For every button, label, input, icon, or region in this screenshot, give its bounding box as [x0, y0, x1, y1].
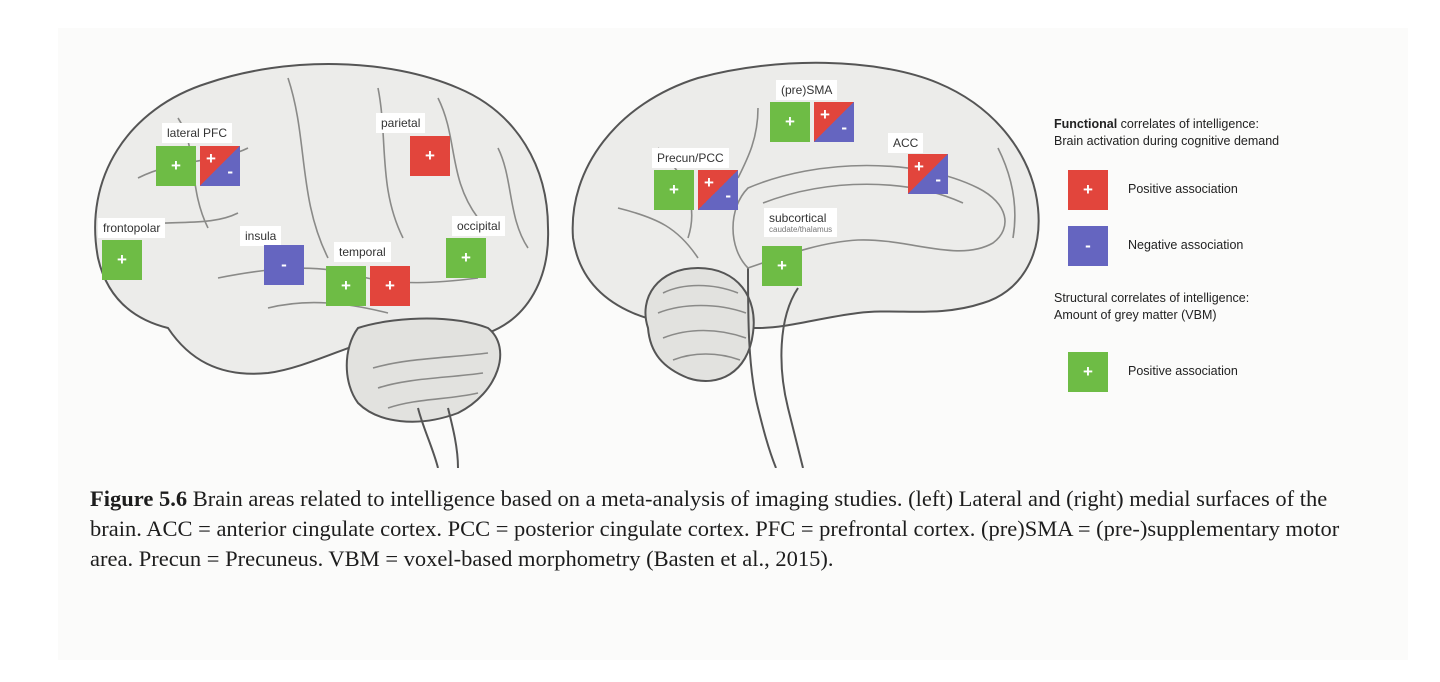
acc-functional-mixed-marker: +- [908, 154, 948, 194]
frontopolar-label: frontopolar [98, 218, 166, 238]
insula-label: insula [240, 226, 282, 246]
plus-sign: + [1083, 362, 1093, 381]
legend-structural-positive-label: Positive association [1128, 364, 1238, 378]
plus-sign: + [385, 276, 395, 295]
legend-functional-bold: Functional [1054, 117, 1118, 131]
legend-functional-heading-rest: correlates of intelligence: [1117, 117, 1259, 131]
plus-sign: + [1083, 180, 1093, 199]
legend-structural-swatch: + [1068, 352, 1108, 392]
legend-negative-swatch: - [1068, 226, 1108, 266]
plus-sign: + [425, 146, 435, 165]
plus-sign: + [914, 157, 924, 176]
plus-sign: + [777, 256, 787, 275]
temporal-label: temporal [334, 242, 391, 262]
legend-structural-heading-line2: Amount of grey matter (VBM) [1054, 308, 1217, 322]
plus-sign: + [171, 156, 181, 175]
pre-sma-functional-mixed-marker: +- [814, 102, 854, 142]
minus-sign: - [227, 162, 233, 181]
plus-sign: + [820, 105, 830, 124]
plus-sign: + [785, 112, 795, 131]
frontopolar-structural-positive-marker: + [102, 240, 142, 280]
minus-sign: - [725, 186, 731, 205]
parietal-functional-positive-marker: + [410, 136, 450, 176]
occipital-structural-positive-marker: + [446, 238, 486, 278]
precun-pcc-functional-mixed-marker: +- [698, 170, 738, 210]
acc-label: ACC [888, 133, 924, 153]
plus-sign: + [206, 149, 216, 168]
legend-positive-swatch: + [1068, 170, 1108, 210]
lateral-pfc-functional-mixed-marker: +- [200, 146, 240, 186]
insula-functional-negative-marker: - [264, 245, 304, 285]
subcortical-structural-positive-marker: + [762, 246, 802, 286]
precun-pcc-label: Precun/PCC [652, 148, 729, 168]
minus-sign: - [935, 170, 941, 189]
legend-functional-heading-line2: Brain activation during cognitive demand [1054, 134, 1280, 148]
legend-negative-label: Negative association [1128, 238, 1244, 252]
occipital-label: occipital [452, 216, 506, 236]
plus-sign: + [117, 250, 127, 269]
legend-functional-heading: Functional correlates of intelligence: B… [1054, 116, 1394, 150]
medial-brain-drawing [571, 61, 1040, 468]
precun-pcc-structural-positive-marker: + [654, 170, 694, 210]
pre-sma-structural-positive-marker: + [770, 102, 810, 142]
parietal-label: parietal [376, 113, 426, 133]
figure-number: Figure 5.6 [90, 486, 188, 511]
plus-sign: + [669, 180, 679, 199]
minus-sign: - [1085, 236, 1091, 255]
temporal-functional-positive-marker: + [370, 266, 410, 306]
minus-sign: - [281, 255, 287, 274]
minus-sign: - [841, 118, 847, 137]
legend: Functional correlates of intelligence: B… [1054, 116, 1394, 392]
lateral-pfc-label: lateral PFC [162, 123, 233, 143]
temporal-structural-positive-marker: + [326, 266, 366, 306]
subcortical-sublabel: caudate/thalamus [769, 225, 833, 234]
caption-text: Brain areas related to intelligence base… [90, 486, 1340, 571]
subcortical-label-text: subcortical [769, 211, 827, 225]
plus-sign: + [341, 276, 351, 295]
figure-caption: Figure 5.6 Brain areas related to intell… [90, 484, 1380, 574]
pre-sma-label: (pre)SMA [776, 80, 838, 100]
legend-structural-heading-line1: Structural correlates of intelligence: [1054, 291, 1250, 305]
legend-structural-heading: Structural correlates of intelligence: A… [1054, 290, 1249, 324]
lateral-pfc-structural-positive-marker: + [156, 146, 196, 186]
legend-positive-label: Positive association [1128, 182, 1238, 196]
figure-panel: lateral PFC + +- parietal + frontopolar … [58, 28, 1408, 660]
plus-sign: + [704, 173, 714, 192]
plus-sign: + [461, 248, 471, 267]
